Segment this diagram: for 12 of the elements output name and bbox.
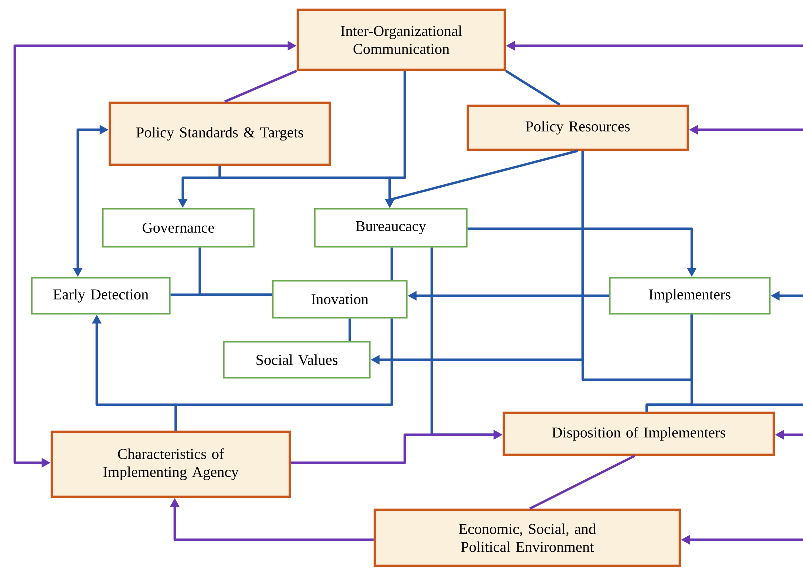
factor-box: Economic, Social, and Political Environment <box>374 508 682 568</box>
factor-box: Inter-Organizational Communication <box>296 8 506 72</box>
factor-box: Characteristics of Implementing Agency <box>50 430 292 498</box>
factor-box: Policy Resources <box>466 104 690 152</box>
factor-box: Policy Standards & Targets <box>108 102 332 166</box>
component-box: Social Values <box>223 341 371 379</box>
factor-box: Disposition of Implementers <box>502 412 776 456</box>
component-box: Implementers <box>609 277 771 315</box>
component-box: Governance <box>102 208 255 248</box>
component-box: Bureaucacy <box>314 208 468 248</box>
component-box: Inovation <box>272 280 408 319</box>
component-box: Early Detection <box>31 277 171 315</box>
